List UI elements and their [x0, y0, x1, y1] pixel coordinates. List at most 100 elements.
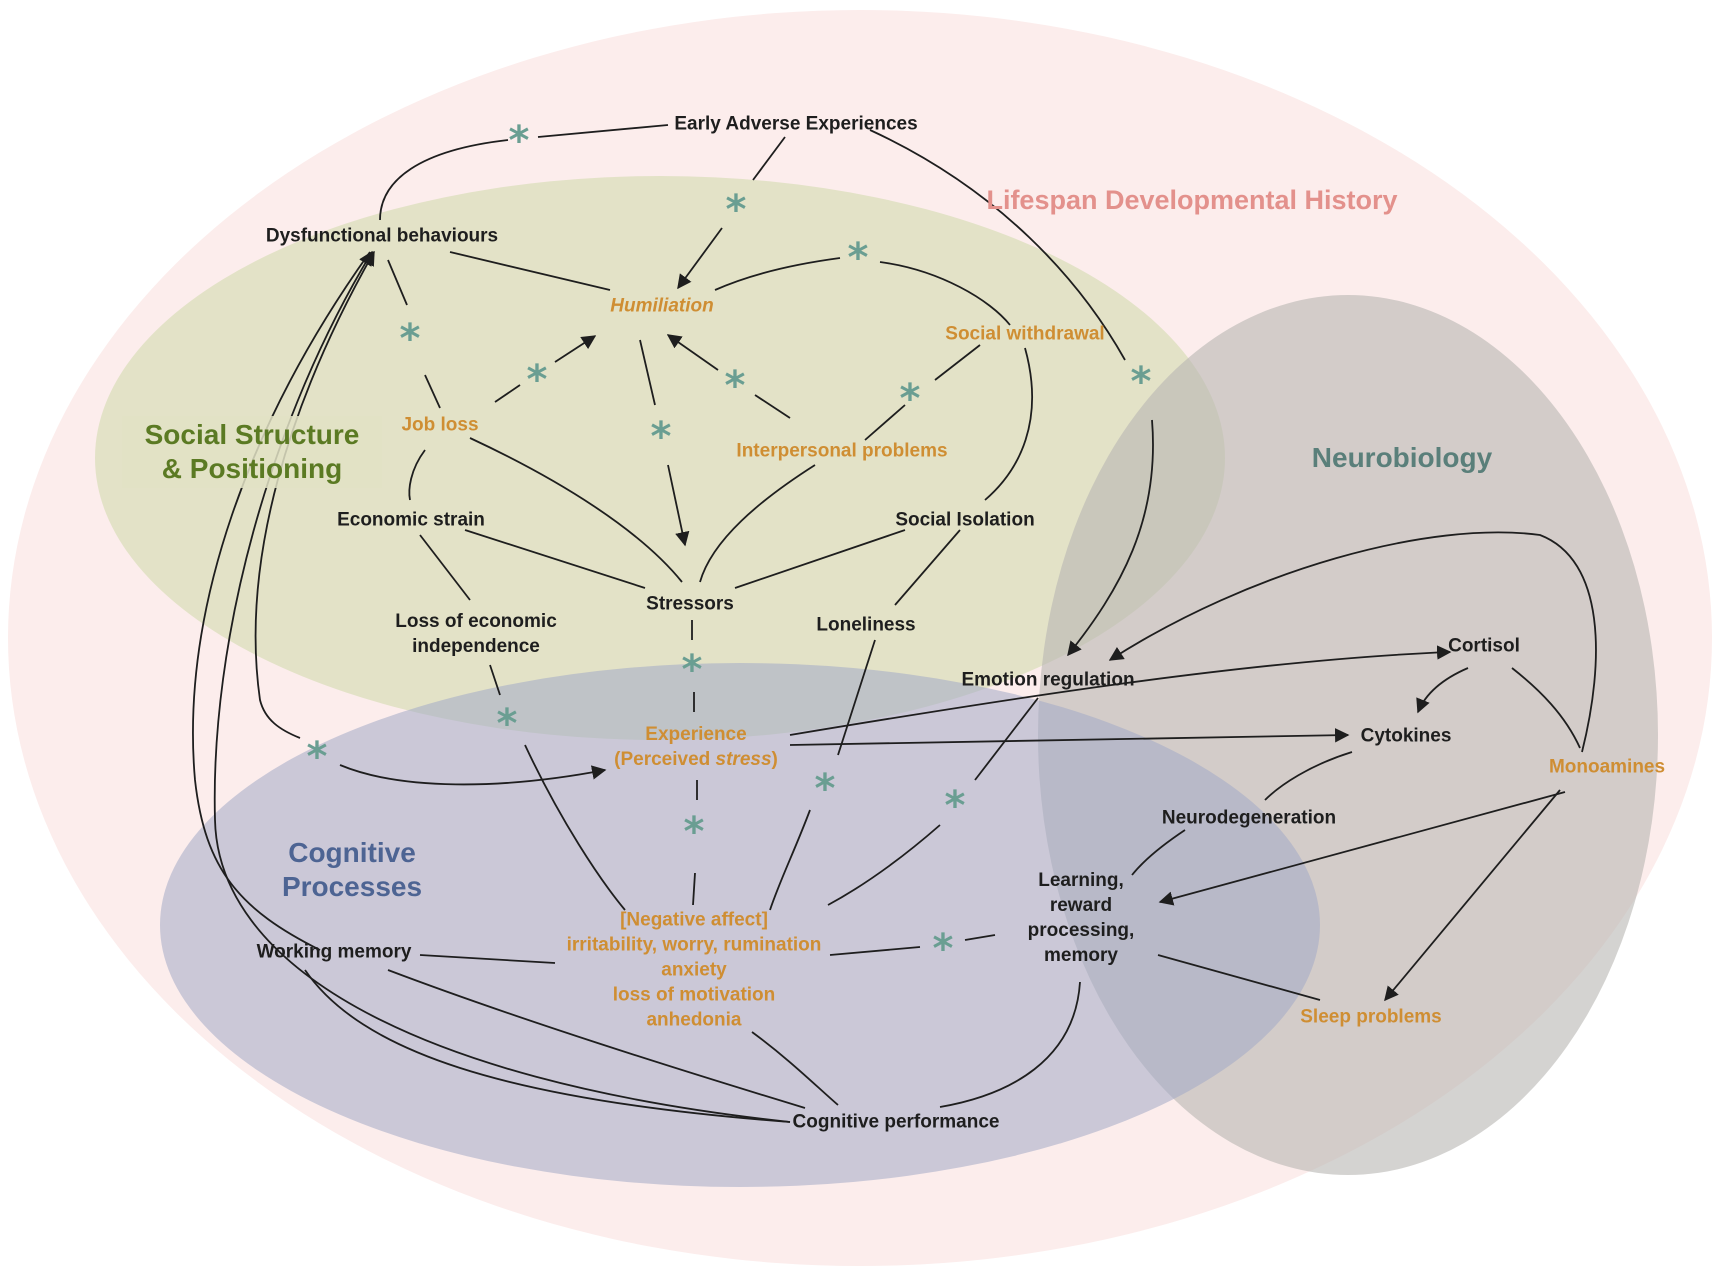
- edge-jobloss-stressors: [469, 437, 683, 583]
- edge-isolation-stressors: [734, 529, 906, 589]
- node-loneliness: Loneliness: [816, 614, 916, 636]
- edge-interpersonal-star9: [754, 394, 791, 419]
- edge-star14-negaff: [692, 872, 696, 906]
- node-experience-line2: (Perceived stress): [614, 749, 778, 770]
- node-cortisol: Cortisol: [1448, 635, 1520, 657]
- edge-cortisol-cytokines: [1416, 667, 1469, 714]
- edge-experience-cytokines: [789, 728, 1350, 746]
- node-working-memory: Working memory: [256, 941, 412, 963]
- edge-withdrawal-isolation: [984, 347, 1033, 501]
- edge-dysfunctional-bundle1: [192, 251, 371, 951]
- edge-workingmemory-cognitive: [387, 969, 806, 1109]
- asterisk-marker: *: [899, 376, 921, 422]
- edge-monoamines-learning: [1158, 791, 1566, 906]
- node-cytokines: Cytokines: [1360, 725, 1452, 747]
- node-social-withdrawal: Social withdrawal: [945, 323, 1105, 345]
- asterisk-marker: *: [724, 363, 746, 409]
- negaff-line1: [Negative affect]: [620, 909, 768, 931]
- edge-isolation-loneliness: [894, 529, 961, 606]
- asterisk-marker: *: [683, 809, 705, 855]
- edge-star3-emotion: [1067, 419, 1154, 657]
- edge-workingmemory-cognitive2: [304, 969, 791, 1123]
- edge-dysfunctional-bundle3: [254, 250, 375, 739]
- edge-negaff-workingmemory: [419, 954, 556, 964]
- node-monoamines: Monoamines: [1548, 756, 1666, 778]
- negaff-line2: irritability, worry, rumination: [566, 934, 822, 956]
- node-humiliation: Humiliation: [610, 295, 714, 317]
- edge-negaff-cognitive: [751, 1031, 839, 1106]
- neuro-title: Neurobiology: [1311, 442, 1493, 473]
- node-loss-econ-line1: Loss of economic: [395, 611, 557, 632]
- edge-humiliation-star6: [714, 257, 841, 291]
- node-job-loss: Job loss: [401, 414, 479, 436]
- edge-humiliation-star7: [639, 339, 656, 406]
- edge-monoamines-sleep: [1384, 789, 1561, 1002]
- edge-monoamines-emotion: [1108, 531, 1597, 753]
- edge-star4-jobloss: [424, 374, 441, 409]
- edge-star1-dysfunctional: [379, 139, 509, 221]
- asterisk-marker: *: [496, 701, 518, 747]
- learning-line1: Learning,: [1038, 870, 1124, 891]
- cognitive-region: [160, 663, 1320, 1187]
- edge-star9-humiliation: [666, 334, 719, 371]
- learning-line2: reward: [1049, 895, 1113, 916]
- asterisk-marker: *: [508, 118, 530, 164]
- asterisk-marker: *: [725, 187, 747, 233]
- edge-star5-experience: [339, 764, 607, 786]
- asterisk-marker: *: [847, 235, 869, 281]
- asterisk-marker: *: [650, 414, 672, 460]
- edge-cortisol-monoamines: [1511, 667, 1581, 749]
- learning-line4: memory: [1044, 945, 1118, 966]
- node-dysfunctional: Dysfunctional behaviours: [265, 225, 499, 247]
- negaff-line5: anhedonia: [646, 1009, 742, 1031]
- social-title: Social Structure & Positioning: [122, 416, 382, 488]
- node-loss-econ: Loss of economic independence: [395, 609, 557, 659]
- node-loss-econ-line2: independence: [412, 636, 540, 657]
- edge-learning-cognitive: [939, 981, 1081, 1108]
- edge-learning-sleep: [1157, 954, 1321, 1001]
- node-sleep-problems: Sleep problems: [1300, 1006, 1442, 1028]
- node-social-isolation: Social Isolation: [895, 509, 1035, 531]
- edge-neurodeg-learning: [1131, 829, 1186, 876]
- negaff-line4: loss of motivation: [612, 984, 776, 1006]
- edge-star13-negaff: [769, 809, 811, 911]
- edge-cytokines-neurodeg: [1264, 751, 1353, 801]
- edge-interpersonal-stressors: [699, 464, 816, 583]
- asterisk-marker: *: [399, 316, 421, 362]
- node-experience: Experience (Perceived stress): [614, 722, 778, 772]
- edge-star6-withdrawal: [879, 261, 1011, 326]
- edge-emotion-star15: [974, 697, 1039, 781]
- edge-dysfunctional-star4: [387, 259, 408, 306]
- node-negative-affect: [Negative affect] irritability, worry, r…: [567, 908, 822, 1033]
- edge-early-star1: [537, 124, 669, 138]
- negaff-line3: anxiety: [661, 959, 727, 981]
- edge-star16-learning: [964, 934, 996, 941]
- edge-early-star3: [869, 129, 1126, 361]
- edge-lossecon-star12: [489, 664, 501, 696]
- asterisk-marker: *: [944, 783, 966, 829]
- edge-economic-lossecon: [419, 534, 471, 601]
- node-economic-strain: Economic strain: [337, 509, 485, 531]
- node-early-adverse: Early Adverse Experiences: [674, 113, 918, 135]
- edge-experience-cortisol: [789, 645, 1452, 736]
- node-cognitive-performance: Cognitive performance: [792, 1111, 1000, 1133]
- edge-early-star2: [752, 136, 786, 181]
- edge-interpersonal-star10: [864, 404, 906, 441]
- edge-economic-stressors: [464, 529, 646, 589]
- node-emotion-regulation: Emotion regulation: [961, 669, 1135, 691]
- asterisk-marker: *: [1130, 359, 1152, 405]
- edge-jobloss-star8: [494, 384, 521, 403]
- node-stressors: Stressors: [646, 593, 734, 615]
- edge-loneliness-star13: [837, 639, 876, 756]
- cognitive-title: Cognitive Processes: [281, 837, 423, 902]
- edge-star2-humiliation: [677, 227, 723, 290]
- edge-jobloss-economic: [408, 449, 426, 501]
- node-learning: Learning, reward processing, memory: [1028, 868, 1135, 968]
- edge-dysfunctional-humiliation: [449, 251, 611, 291]
- edge-star15-negaff: [827, 824, 941, 906]
- edge-negaff-star16: [829, 946, 921, 956]
- edge-star10-withdrawal: [934, 344, 981, 381]
- edge-star7-stressors: [667, 464, 690, 547]
